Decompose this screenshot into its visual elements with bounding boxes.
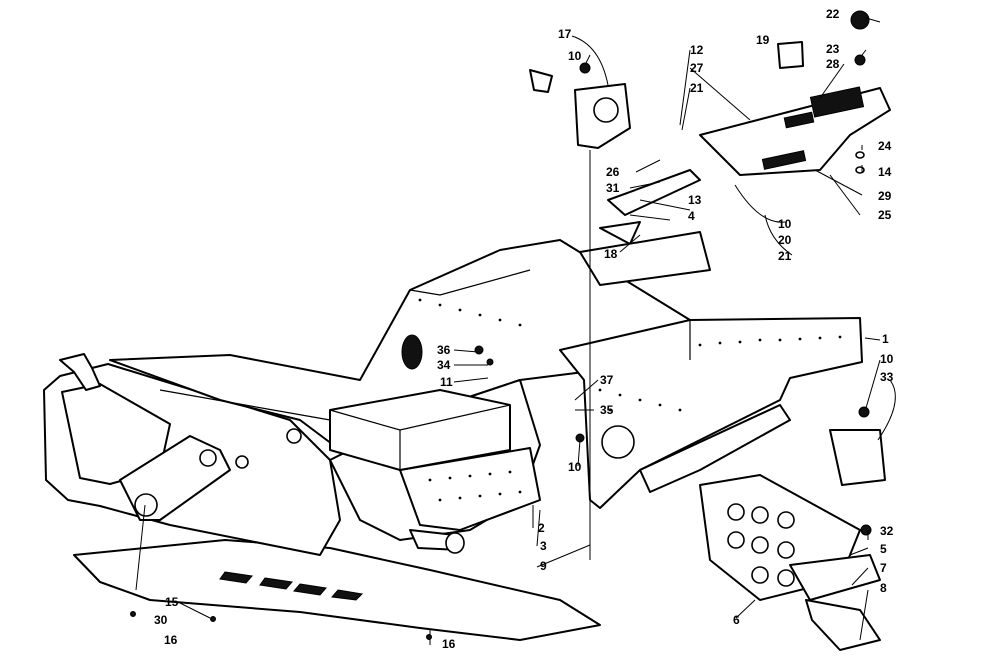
callout-35: 35 — [600, 403, 614, 417]
callout-9: 9 — [540, 559, 547, 573]
callout-27: 27 — [690, 61, 704, 75]
callout-2: 2 — [538, 521, 545, 535]
callout-20: 20 — [778, 233, 792, 247]
callout-5: 5 — [880, 542, 887, 556]
callout-14: 14 — [878, 165, 892, 179]
callout-34: 34 — [437, 358, 451, 372]
callout-1: 1 — [882, 332, 889, 346]
callout-10-right: 10 — [880, 352, 894, 366]
callout-30: 30 — [154, 613, 168, 627]
main-chassis — [43, 239, 863, 556]
callout-10-top: 10 — [568, 49, 582, 63]
callout-29: 29 — [878, 189, 892, 203]
callout-7: 7 — [880, 561, 887, 575]
callout-10-tunnel: 10 — [568, 460, 582, 474]
callout-13: 13 — [688, 193, 702, 207]
callout-16-left: 16 — [164, 633, 178, 647]
callout-26: 26 — [606, 165, 620, 179]
callout-21-upper: 21 — [690, 81, 704, 95]
footrest-bracket — [699, 406, 886, 651]
leader-lines — [135, 17, 896, 645]
callout-6: 6 — [733, 613, 740, 627]
callout-31: 31 — [606, 181, 620, 195]
callout-28: 28 — [826, 57, 840, 71]
callout-4: 4 — [688, 209, 695, 223]
callout-11: 11 — [440, 375, 453, 389]
callout-25: 25 — [878, 208, 892, 222]
rear-seat-mount — [699, 10, 891, 176]
callout-labels: 1 2 3 4 5 6 7 8 9 10 10 10 10 11 12 13 1… — [154, 7, 894, 651]
callout-10-seat: 10 — [778, 217, 792, 231]
callout-3: 3 — [540, 539, 547, 553]
callout-37: 37 — [600, 373, 614, 387]
callout-22: 22 — [826, 7, 840, 21]
callout-23: 23 — [826, 42, 840, 56]
steering-bracket-assembly — [529, 62, 711, 286]
callout-36: 36 — [437, 343, 451, 357]
belly-pan — [73, 539, 601, 641]
callout-15: 15 — [165, 595, 179, 609]
callout-32: 32 — [880, 524, 894, 538]
marker-dots — [130, 345, 585, 640]
callout-16-bottom: 16 — [442, 637, 456, 651]
callout-17: 17 — [558, 27, 572, 41]
callout-21-lower: 21 — [778, 249, 792, 263]
callout-33: 33 — [880, 370, 894, 384]
callout-24: 24 — [878, 139, 892, 153]
callout-8: 8 — [880, 581, 887, 595]
callout-18: 18 — [604, 247, 618, 261]
callout-19: 19 — [756, 33, 770, 47]
callout-12: 12 — [690, 43, 704, 57]
